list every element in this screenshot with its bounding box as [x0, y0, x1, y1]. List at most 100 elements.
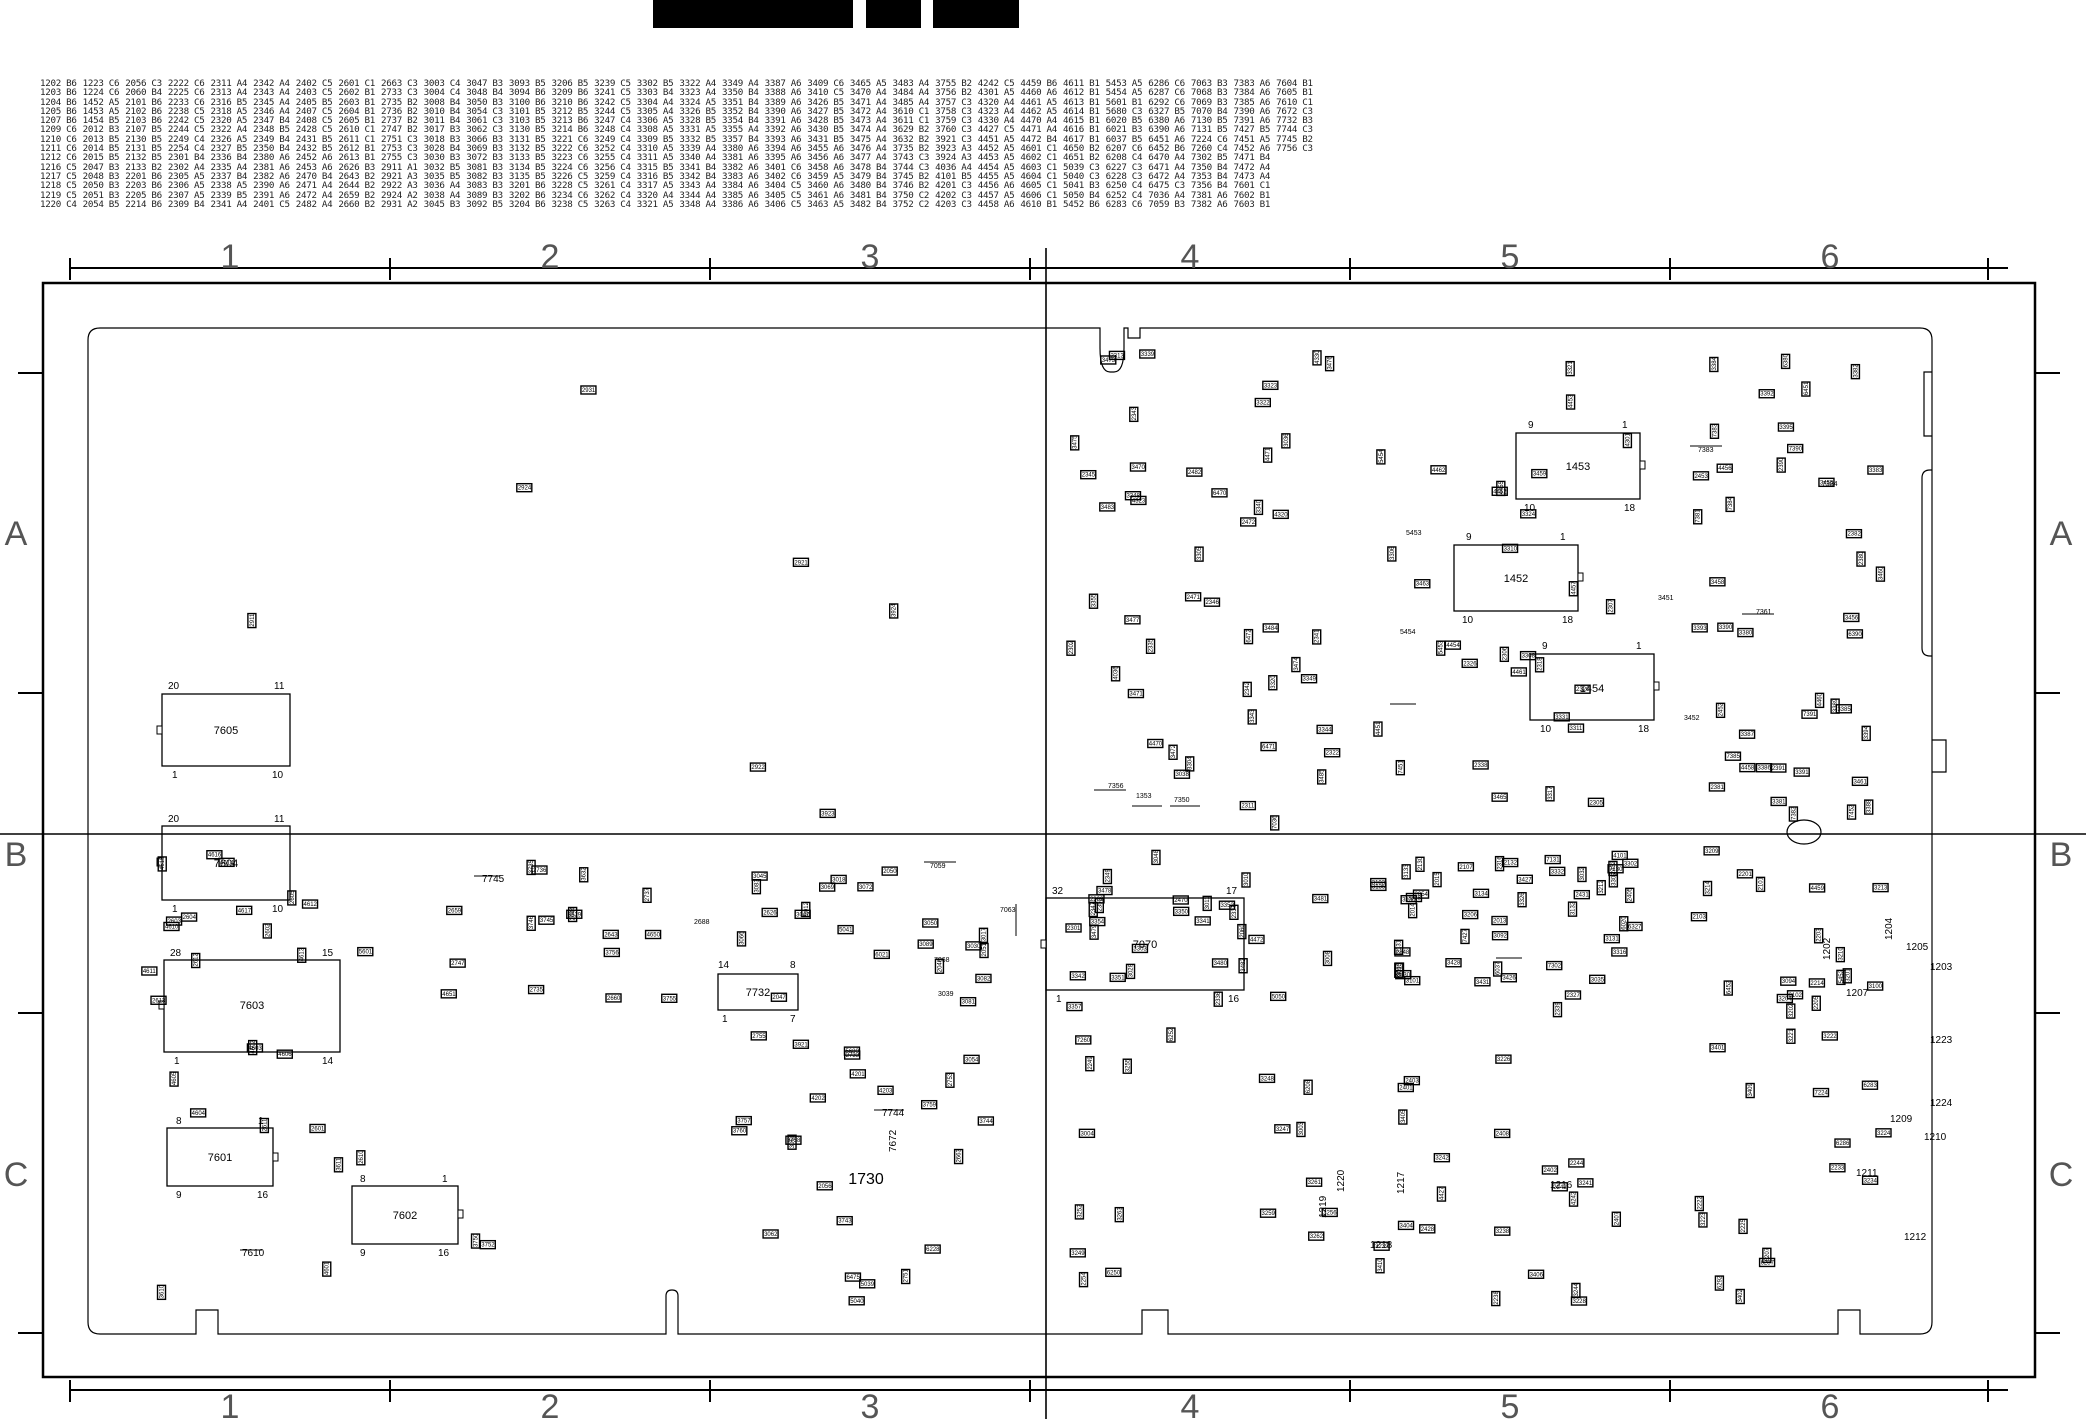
ic-designator: 7603 — [240, 1000, 264, 1012]
smd-designator: 3476 — [1328, 356, 1334, 370]
index-entry: 3249 C4 — [594, 133, 631, 145]
index-entry: 2012 B3 — [82, 124, 120, 136]
smd-component: 2431 — [1573, 889, 1591, 900]
index-entry: 3745 B2 — [892, 170, 930, 182]
smd-designator: 5041 — [839, 928, 853, 934]
smd-component: 3750 — [470, 1233, 481, 1249]
smd-designator: 6292 — [1717, 1275, 1723, 1289]
smd-component: 4323 — [1130, 495, 1147, 506]
index-entry: 6292 C6 — [1148, 96, 1185, 108]
smd-designator: 4453 — [1569, 394, 1575, 408]
ic-1453: 1453 9 1 10 18 — [1515, 420, 1646, 514]
smd-component: 3755 — [661, 993, 678, 1003]
smd-designator: 2244 — [1570, 1161, 1584, 1167]
smd-component: 3392 — [1758, 389, 1775, 399]
index-entry: 6470 A4 — [1148, 152, 1185, 164]
smd-component: 5041 — [837, 924, 854, 935]
index-entry: 2316 B5 — [210, 96, 248, 108]
smd-component: 3244 — [1571, 1282, 1581, 1299]
smd-designator: 3471 — [1129, 692, 1143, 698]
smd-designator: 3428 — [1447, 961, 1461, 967]
index-entry: 2381 A6 — [253, 161, 290, 173]
smd-designator: 3010 — [1244, 872, 1250, 886]
index-entry: 2305 A5 — [167, 170, 205, 182]
smd-designator: 3479 — [1092, 924, 1098, 938]
index-entry: 2337 B4 — [210, 170, 248, 182]
smd-component: 3223 — [1698, 1212, 1708, 1228]
index-entry: 2403 C5 — [295, 87, 333, 99]
smd-designator: 2339 — [1555, 1002, 1561, 1016]
index-entry: 3133 B5 — [508, 152, 546, 164]
smd-designator: 2132 — [1504, 861, 1518, 867]
smd-component: 4462 — [1430, 465, 1447, 475]
smd-component: 2348 — [1394, 947, 1411, 957]
index-entry: 3340 A4 — [679, 152, 716, 164]
index-entry: 6451 A6 — [1148, 133, 1185, 145]
smd-component: 3324 — [1520, 509, 1537, 519]
smd-component: 3475 — [1070, 435, 1080, 451]
smd-component: 3760 — [731, 1126, 748, 1136]
index-entry: 5453 A5 — [1105, 78, 1143, 89]
smd-designator: 3483 — [1101, 505, 1115, 511]
index-entry: 3351 B4 — [722, 96, 759, 108]
ic-pin-label: 17 — [1226, 886, 1238, 897]
index-entry: 2380 A6 — [253, 152, 290, 164]
index-entry: 2242 C5 — [167, 115, 205, 127]
smd-component: 3035 — [1589, 974, 1606, 985]
smd-component: 3752 — [479, 1239, 496, 1250]
index-entry: 3401 C6 — [764, 161, 802, 173]
smd-designator: 3223 — [1701, 1212, 1707, 1226]
index-entry: 3404 C5 — [764, 180, 802, 192]
smd-designator: 4242 — [1572, 1191, 1578, 1205]
smd-designator: 2336 — [1216, 991, 1222, 1005]
index-entry: 6283 C6 — [1105, 198, 1143, 210]
smd-designator: 3206 — [1464, 913, 1478, 919]
smd-component: 2405 — [1625, 887, 1635, 904]
smd-designator: 3249 — [1071, 1251, 1085, 1257]
smd-component: 2305 — [1587, 797, 1605, 808]
smd-component: 3480 — [1211, 958, 1229, 968]
index-entry: 4606 C1 — [1020, 189, 1057, 201]
index-entry: 2311 A4 — [210, 78, 248, 89]
smd-designator: 2301 — [1067, 926, 1081, 932]
smd-component: 4461 — [1510, 667, 1528, 677]
smd-component: 3302 — [1622, 858, 1639, 868]
smd-designator: 3028 — [1129, 963, 1135, 977]
smd-component: 2335 — [1145, 638, 1156, 654]
smd-component: 2751 — [900, 1268, 911, 1285]
smd-designator: 3252 — [1077, 1204, 1083, 1218]
index-entry: 1223 C6 — [82, 78, 120, 89]
index-entry: 3339 A4 — [679, 143, 716, 155]
board-label: 1224 — [1930, 1098, 1953, 1109]
index-entry: 1203 B6 — [40, 87, 77, 99]
smd-designator: 3017 — [981, 927, 987, 941]
index-entry: 2431 B5 — [295, 133, 333, 145]
index-entry: 2322 A4 — [210, 124, 248, 136]
smd-designator: 4462 — [1432, 468, 1446, 474]
index-entry: 1212 C6 — [40, 152, 77, 164]
smd-designator: 5454 — [1379, 449, 1385, 463]
smd-designator: 4472 — [1250, 937, 1264, 943]
smd-component: 2643 — [602, 929, 619, 940]
index-entry: 3303 B4 — [636, 87, 674, 99]
smd-designator: 3092 — [1494, 934, 1508, 940]
smd-designator: 2222 — [1697, 1196, 1703, 1210]
ic-7601: 7601 8 1 9 16 — [166, 1116, 279, 1201]
smd-designator: 3472 — [1171, 744, 1177, 758]
smd-designator: 3309 — [1611, 872, 1617, 886]
smd-designator: 2735 — [530, 988, 544, 994]
index-entry: 3735 B2 — [892, 143, 930, 155]
smd-component: 2306 — [1499, 646, 1510, 663]
index-entry: 4201 C3 — [935, 180, 972, 192]
smd-component: 2747 — [449, 958, 466, 968]
index-entry: 2341 A4 — [210, 198, 248, 210]
smd-component: 3036 — [1281, 433, 1291, 449]
smd-designator: 3262 — [1310, 1234, 1324, 1240]
smd-designator: 2335 — [1149, 638, 1155, 652]
smd-designator: 2751 — [904, 1268, 910, 1282]
smd-component: 7381 — [1693, 509, 1703, 525]
index-entry: 3483 A4 — [892, 78, 930, 89]
